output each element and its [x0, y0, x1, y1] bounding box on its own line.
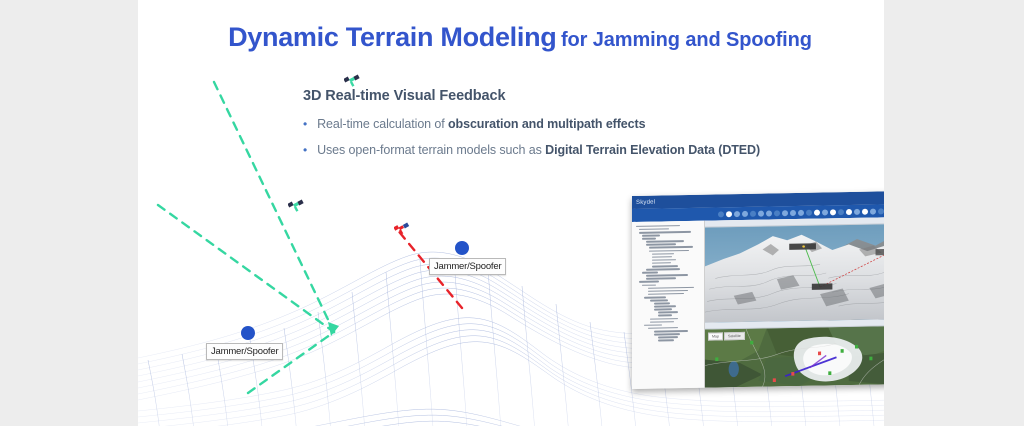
center-panel-column: Map Satellite: [705, 216, 884, 388]
application-window-screenshot[interactable]: Skydel: [632, 189, 884, 389]
toolbar-icon[interactable]: [862, 208, 868, 215]
tree-item[interactable]: [634, 338, 702, 342]
toolbar-icon[interactable]: [758, 210, 764, 217]
bullet-item: • Real-time calculation of obscuration a…: [303, 117, 863, 131]
jammer-label-lower: Jammer/Spoofer: [206, 343, 284, 360]
toolbar-icon[interactable]: [878, 207, 884, 214]
toolbar-icon[interactable]: [742, 210, 748, 217]
bullet-item: • Uses open-format terrain models such a…: [303, 143, 863, 157]
bullet-lead: Uses open-format terrain models such as: [317, 143, 546, 157]
signal-arrowhead: [328, 322, 339, 336]
jammer-label-right: Jammer/Spoofer: [429, 258, 507, 275]
slide-body: 3D Real-time Visual Feedback • Real-time…: [303, 88, 863, 169]
toolbar-icon[interactable]: [814, 209, 820, 216]
slide-title-main: Dynamic Terrain Modeling: [228, 22, 557, 52]
toolbar-icon[interactable]: [782, 209, 788, 216]
bullet-lead: Real-time calculation of: [317, 117, 449, 131]
toolbar-icon[interactable]: [822, 208, 828, 216]
slide-title: Dynamic Terrain Modeling for Jamming and…: [170, 22, 870, 53]
bullet-text: Real-time calculation of obscuration and…: [317, 117, 645, 131]
configuration-tree-panel[interactable]: [632, 220, 705, 389]
slide-subheading: 3D Real-time Visual Feedback: [303, 88, 506, 104]
bullet-emphasis: obscuration and multipath effects: [448, 117, 646, 131]
toolbar-icon[interactable]: [846, 208, 852, 215]
toolbar-icon[interactable]: [806, 209, 812, 216]
map-type-toggle[interactable]: Map Satellite: [708, 331, 745, 341]
app-content: Map Satellite: [632, 215, 884, 389]
satellite-icon: [394, 222, 410, 235]
bullet-text: Uses open-format terrain models such as …: [317, 143, 760, 157]
toolbar-icon[interactable]: [854, 208, 860, 215]
app-name-label: Skydel: [636, 199, 656, 206]
toolbar-icon[interactable]: [734, 210, 740, 217]
bullet-emphasis: Digital Terrain Elevation Data (DTED): [545, 143, 761, 157]
map-chip-map[interactable]: Map: [708, 332, 723, 341]
satellite-icon: [344, 74, 360, 87]
toolbar-icon[interactable]: [766, 209, 772, 217]
presentation-slide: Jammer/Spoofer Jammer/Spoofer Dynamic Te…: [138, 0, 884, 426]
terrain-wireframe-graphic: [138, 80, 884, 426]
toolbar-icon[interactable]: [718, 210, 724, 217]
map-chip-satellite[interactable]: Satellite: [724, 331, 745, 341]
bullet-marker-icon: •: [303, 117, 308, 131]
toolbar-icon[interactable]: [830, 208, 836, 215]
jammer-node-right[interactable]: [455, 241, 469, 255]
slide-title-sub: for Jamming and Spoofing: [560, 29, 812, 51]
toolbar-icon[interactable]: [790, 209, 796, 216]
3d-terrain-view[interactable]: [705, 223, 884, 323]
satellite-map-view[interactable]: Map Satellite: [705, 325, 884, 388]
toolbar-icon[interactable]: [726, 210, 732, 217]
toolbar-icon[interactable]: [798, 209, 804, 216]
toolbar-icon[interactable]: [774, 209, 780, 216]
satellite-icon: [288, 199, 304, 212]
toolbar-icon[interactable]: [870, 208, 876, 215]
toolbar-icon[interactable]: [838, 208, 844, 215]
3d-terrain-render: [705, 223, 884, 323]
satellite-map-render: [705, 325, 884, 388]
toolbar-icon[interactable]: [750, 210, 756, 217]
bullet-marker-icon: •: [303, 143, 308, 157]
jammer-node-lower[interactable]: [241, 326, 255, 340]
